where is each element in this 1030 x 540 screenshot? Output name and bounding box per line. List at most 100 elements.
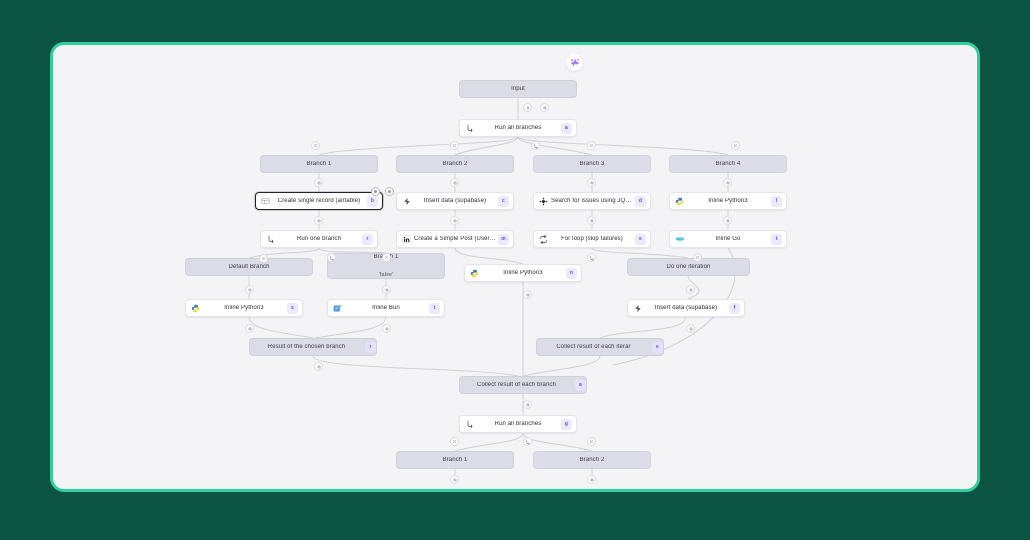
flow-node-label: Branch 3 bbox=[579, 161, 605, 167]
flow-node-b1b[interactable]: Branch 1 bbox=[396, 451, 514, 469]
plus-circle-icon[interactable] bbox=[587, 475, 596, 484]
flow-node-label: Inline Go bbox=[715, 236, 741, 242]
bun-icon bbox=[332, 303, 343, 314]
flow-node-label: Search for issues using JQL |... bbox=[551, 198, 633, 204]
python-icon bbox=[674, 196, 685, 207]
flow-node-shortcut-badge[interactable]: e bbox=[635, 233, 646, 245]
x-circle-icon[interactable] bbox=[382, 253, 391, 262]
flow-node-forloop[interactable]: For loop (skip failures)e bbox=[533, 230, 651, 248]
flow-node-label: Branch 1 bbox=[442, 457, 468, 463]
x-circle-icon[interactable] bbox=[450, 141, 459, 150]
flow-node-label: Input bbox=[511, 86, 525, 92]
plus-circle-icon[interactable] bbox=[523, 400, 532, 409]
flow-node-shortcut-badge[interactable]: e bbox=[652, 341, 663, 353]
plus-circle-icon[interactable] bbox=[245, 324, 254, 333]
plus-circle-icon[interactable] bbox=[450, 216, 459, 225]
flow-node-b3[interactable]: Branch 3 bbox=[533, 155, 651, 173]
plus-circle-icon[interactable] bbox=[450, 178, 459, 187]
settings-circle-icon[interactable] bbox=[523, 103, 532, 112]
flow-node-airtable[interactable]: Create single record (airtable)b bbox=[255, 192, 383, 210]
plus-circle-icon[interactable] bbox=[382, 324, 391, 333]
plus-circle-icon[interactable] bbox=[686, 285, 695, 294]
x-circle-icon[interactable] bbox=[311, 141, 320, 150]
node-resize-handle-2[interactable] bbox=[385, 187, 394, 196]
flow-node-branchall2[interactable]: Run all branches g bbox=[459, 415, 577, 433]
flow-node-shortcut-badge[interactable]: f bbox=[729, 302, 740, 314]
flow-node-shortcut-badge[interactable]: b bbox=[367, 195, 378, 207]
supabase-icon bbox=[401, 196, 412, 207]
airtable-icon bbox=[260, 196, 271, 207]
flow-node-runone[interactable]: Run one branch r bbox=[260, 230, 378, 248]
flow-node-b2b[interactable]: Branch 2 bbox=[533, 451, 651, 469]
flow-node-shortcut-badge[interactable]: s bbox=[287, 302, 298, 314]
flow-node-shortcut-badge[interactable]: r bbox=[365, 341, 376, 353]
x-circle-icon[interactable] bbox=[587, 141, 596, 150]
flow-node-shortcut-badge[interactable]: r bbox=[362, 233, 373, 245]
flow-node-supabase1[interactable]: Insert data (supabase)c bbox=[396, 192, 514, 210]
flow-node-shortcut-badge[interactable]: g bbox=[561, 418, 572, 430]
node-resize-handle-1[interactable] bbox=[371, 187, 380, 196]
flow-node-shortcut-badge[interactable]: c bbox=[498, 195, 509, 207]
flow-node-bun[interactable]: Inline Bun t bbox=[327, 299, 445, 317]
flow-node-doiter[interactable]: Do one iteration bbox=[627, 258, 750, 276]
x-circle-icon[interactable] bbox=[693, 253, 702, 262]
flow-node-input[interactable]: Input bbox=[459, 80, 577, 98]
x-circle-icon[interactable] bbox=[587, 437, 596, 446]
flow-node-sublabel: 'false' bbox=[378, 272, 394, 278]
plus-circle-icon[interactable] bbox=[314, 362, 323, 371]
flow-node-label: Run one branch bbox=[296, 236, 342, 242]
python-icon bbox=[469, 268, 480, 279]
flow-node-shortcut-badge[interactable]: m bbox=[498, 233, 509, 245]
plus-circle-icon[interactable] bbox=[587, 216, 596, 225]
plus-circle-icon[interactable] bbox=[540, 103, 549, 112]
flow-node-label: Default Branch bbox=[228, 264, 270, 270]
flow-node-jira[interactable]: Search for issues using JQL |...d bbox=[533, 192, 651, 210]
flow-node-collectiter[interactable]: Collect result of each iterar e bbox=[536, 338, 664, 356]
x-circle-icon[interactable] bbox=[450, 437, 459, 446]
flow-node-shortcut-badge[interactable]: n bbox=[566, 267, 577, 279]
branch-circle-icon[interactable] bbox=[523, 437, 532, 446]
flow-node-label: Run all branches bbox=[494, 421, 542, 427]
flow-node-b4[interactable]: Branch 4 bbox=[669, 155, 787, 173]
plus-circle-icon[interactable] bbox=[382, 285, 391, 294]
supabase-icon bbox=[632, 303, 643, 314]
branch-circle-icon[interactable] bbox=[327, 253, 336, 262]
plus-circle-icon[interactable] bbox=[245, 285, 254, 294]
flow-node-shortcut-badge[interactable]: a bbox=[575, 379, 586, 391]
flow-node-shortcut-badge[interactable]: l bbox=[771, 195, 782, 207]
flow-node-label: Collect result of each iterar bbox=[556, 344, 631, 350]
flow-node-shortcut-badge[interactable]: t bbox=[771, 233, 782, 245]
flow-node-shortcut-badge[interactable]: t bbox=[429, 302, 440, 314]
flow-node-shortcut-badge[interactable]: a bbox=[561, 122, 572, 134]
flow-node-label: Insert data (supabase) bbox=[654, 305, 718, 311]
x-circle-icon[interactable] bbox=[731, 141, 740, 150]
plus-circle-icon[interactable] bbox=[587, 178, 596, 187]
plus-circle-icon[interactable] bbox=[686, 324, 695, 333]
flow-node-b1[interactable]: Branch 1 bbox=[260, 155, 378, 173]
flow-node-shortcut-badge[interactable]: d bbox=[635, 195, 646, 207]
jira-icon bbox=[538, 196, 549, 207]
branch-circle-icon[interactable] bbox=[531, 141, 540, 150]
branch-circle-icon[interactable] bbox=[587, 253, 596, 262]
flow-node-b2[interactable]: Branch 2 bbox=[396, 155, 514, 173]
flow-node-label: Inline Bun bbox=[372, 305, 400, 311]
flow-node-linkedin[interactable]: Create a Simple Post (User) |...m bbox=[396, 230, 514, 248]
x-circle-icon[interactable] bbox=[259, 254, 268, 263]
plus-circle-icon[interactable] bbox=[723, 216, 732, 225]
flow-node-supabase2[interactable]: Insert data (supabase) f bbox=[627, 299, 745, 317]
plus-circle-icon[interactable] bbox=[523, 290, 532, 299]
plus-circle-icon[interactable] bbox=[450, 475, 459, 484]
plus-circle-icon[interactable] bbox=[314, 178, 323, 187]
plus-circle-icon[interactable] bbox=[723, 178, 732, 187]
flow-node-go[interactable]: Inline Go t bbox=[669, 230, 787, 248]
flow-node-defbranch[interactable]: Default Branch bbox=[185, 258, 313, 276]
plus-circle-icon[interactable] bbox=[314, 216, 323, 225]
